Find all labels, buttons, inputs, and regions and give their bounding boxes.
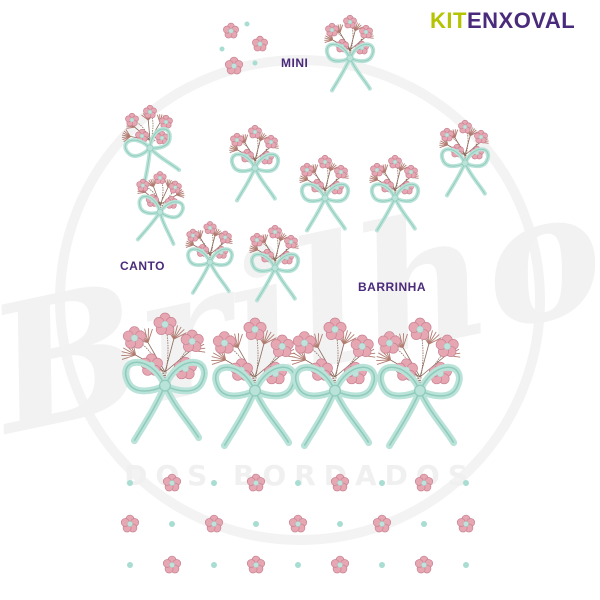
flower-icon <box>153 171 167 184</box>
dot-icon <box>127 480 133 486</box>
flower-icon <box>203 221 217 234</box>
dot-icon <box>252 60 258 66</box>
bow-icon <box>122 358 208 445</box>
flower-icon <box>248 124 262 139</box>
dot-icon <box>295 562 301 568</box>
dot-icon <box>463 480 469 486</box>
flower-icon <box>377 331 401 354</box>
flower-icon <box>435 334 459 357</box>
flower-icon <box>456 514 476 533</box>
dot-icon <box>337 521 343 527</box>
flower-icon <box>162 473 182 492</box>
flower-icon <box>343 14 357 29</box>
dot-icon <box>463 562 469 568</box>
flower-icon <box>330 473 350 492</box>
flower-icon <box>223 22 239 39</box>
flower-icon <box>143 104 157 119</box>
flower-icon <box>284 234 298 249</box>
bow-icon <box>369 182 421 233</box>
dandelion-icon <box>121 340 166 373</box>
flower-icon <box>136 178 150 192</box>
flower-icon <box>153 312 177 335</box>
flower-icon <box>288 514 308 533</box>
label-mini: MINI <box>281 56 309 70</box>
brand-title-suffix: ENXOVAL <box>466 8 576 33</box>
flower-icon <box>155 130 169 145</box>
dot-icon <box>219 46 225 52</box>
brand-title-prefix: KIT <box>430 8 467 33</box>
flower-icon <box>414 473 434 492</box>
dot-icon <box>379 562 385 568</box>
bow-icon <box>135 194 185 246</box>
flower-icon <box>388 154 402 169</box>
flower-icon <box>218 230 232 244</box>
flower-icon <box>323 317 347 340</box>
bow-icon <box>377 363 463 450</box>
flower-icon <box>246 473 266 492</box>
flower-icon <box>122 326 146 349</box>
bow-icon <box>439 147 491 198</box>
bow-icon <box>123 127 182 187</box>
flower-icon <box>180 329 204 352</box>
dot-icon <box>421 521 427 527</box>
flower-icon <box>414 555 434 574</box>
flower-icon <box>268 224 282 239</box>
bow-icon <box>249 252 301 303</box>
flower-icon <box>350 334 374 357</box>
watermark-ring <box>55 55 545 545</box>
flower-icon <box>250 232 264 247</box>
flower-icon <box>125 112 139 127</box>
dot-icon <box>211 480 217 486</box>
dot-icon <box>169 521 175 527</box>
bow-icon <box>212 363 298 450</box>
flower-icon <box>440 127 454 142</box>
flower-icon <box>318 154 332 169</box>
flower-icon <box>359 24 373 39</box>
dot-icon <box>253 521 259 527</box>
bow-icon <box>186 247 234 295</box>
flower-icon <box>212 331 236 354</box>
flower-icon <box>162 555 182 574</box>
flower-icon <box>120 514 140 533</box>
flower-icon <box>230 132 244 147</box>
dot-icon <box>211 562 217 568</box>
dot-icon <box>127 562 133 568</box>
bow-icon <box>299 182 351 233</box>
flower-icon <box>159 114 173 129</box>
label-canto: CANTO <box>120 259 165 273</box>
bow-icon <box>324 42 376 93</box>
flower-icon <box>458 119 472 134</box>
flower-icon <box>408 317 432 340</box>
bow-icon <box>292 363 378 450</box>
flower-icon <box>334 164 348 179</box>
flower-icon <box>292 331 316 354</box>
watermark-ring-text: DOS BORDADOS <box>124 459 476 492</box>
flower-icon <box>330 555 350 574</box>
flower-icon <box>246 555 266 574</box>
flower-icon <box>370 162 384 177</box>
flower-icon <box>404 164 418 179</box>
dot-icon <box>295 480 301 486</box>
flower-icon <box>325 22 339 37</box>
flower-icon <box>372 514 392 533</box>
bow-icon <box>229 152 281 203</box>
flower-icon <box>270 334 294 357</box>
flower-icon <box>224 56 244 75</box>
flower-icon <box>300 162 314 177</box>
flower-icon <box>252 35 268 52</box>
flower-icon <box>264 134 278 149</box>
flower-icon <box>243 317 267 340</box>
flower-icon <box>204 514 224 533</box>
dot-icon <box>379 480 385 486</box>
brand-title: KITENXOVAL <box>430 8 575 34</box>
flower-icon <box>186 228 200 242</box>
dot-icon <box>244 21 250 27</box>
flower-icon <box>474 129 488 144</box>
flower-icon <box>168 180 182 194</box>
label-barrinha: BARRINHA <box>358 280 426 294</box>
